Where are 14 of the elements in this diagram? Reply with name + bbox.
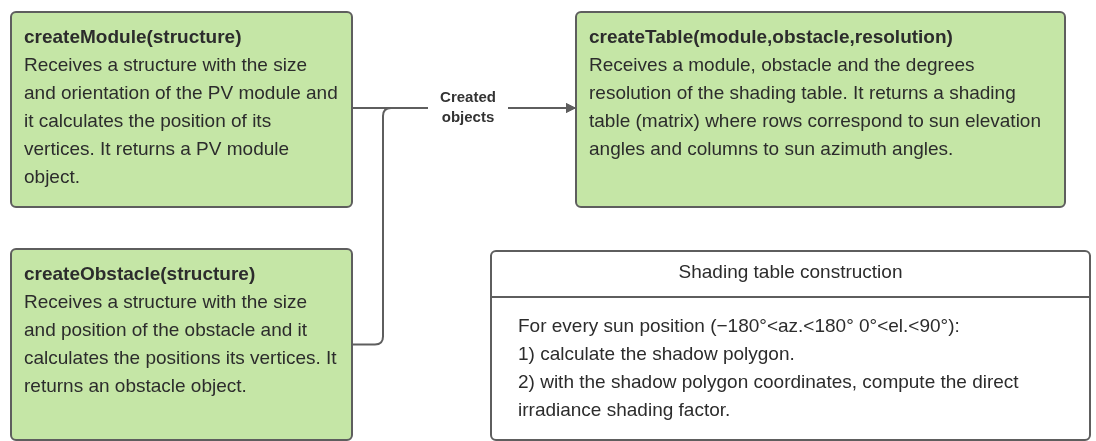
function-signature: createModule(structure)	[24, 25, 243, 49]
function-box	[10, 248, 353, 441]
panel-header: Shading table construction	[492, 252, 1089, 298]
function-box	[575, 11, 1066, 208]
note-panel	[490, 250, 1091, 441]
step-text: 1) calculate the shadow polygon.	[518, 342, 796, 366]
function-signature: createObstacle(structure)	[24, 262, 257, 286]
function-description: Receives a module, obstacle and the degrees resolution of the shading table. It returns a shading table (matrix) where rows correspond to sun elevation angles and columns to sun azimuth angles.	[589, 53, 1042, 161]
function-box	[10, 11, 353, 208]
function-signature: createTable(module,obstacle,resolution)	[589, 25, 954, 49]
function-description: Receives a structure with the size and position of the obstacle and it calculates the positions its vertices. It returns an obstacle object.	[24, 290, 338, 398]
step-text: For every sun position (−180°<az.<180° 0°<el.<90°):	[518, 314, 961, 338]
function-description: Receives a structure with the size and orientation of the PV module and it calculates the position of its vertices. It returns a PV module object.	[24, 53, 339, 189]
step-text: 2) with the shadow polygon coordinates, compute the direct irradiance shading factor.	[518, 370, 1020, 422]
